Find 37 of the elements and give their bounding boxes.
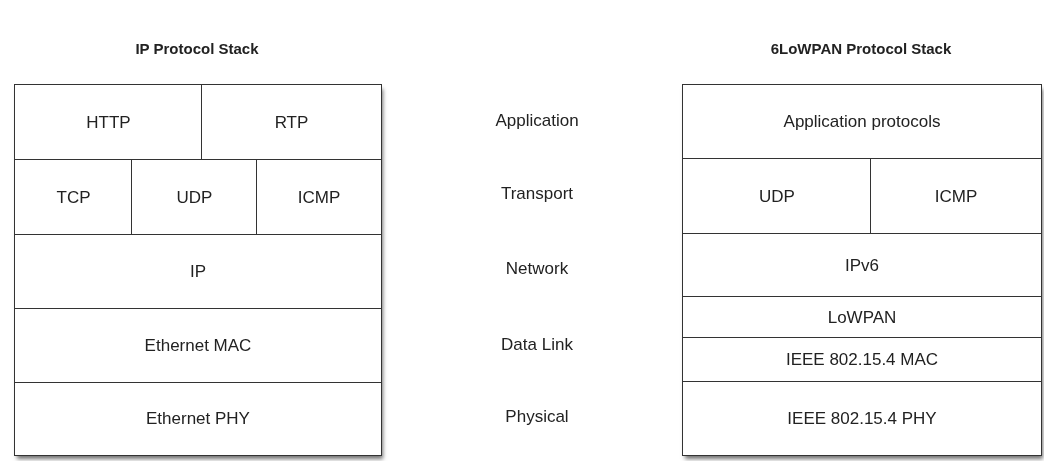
protocol-name: RTP	[274, 111, 309, 134]
protocol-name: Ethernet MAC	[144, 335, 252, 358]
protocol-layer-cell	[256, 159, 382, 236]
protocol-name: IEEE 802.15.4 PHY	[787, 407, 937, 430]
protocol-layer-cell	[682, 337, 1042, 383]
protocol-layer-cell	[870, 158, 1042, 235]
protocol-name: IEEE 802.15.4 MAC	[785, 349, 939, 372]
layer-label: Application	[495, 110, 579, 133]
protocol-layer-cell	[14, 382, 382, 456]
protocol-name: IPv6	[845, 254, 879, 277]
stack-heading: IP Protocol Stack	[134, 39, 260, 59]
protocol-layer-cell	[682, 296, 1042, 339]
protocol-layer-cell	[682, 381, 1042, 456]
protocol-layer-cell	[682, 233, 1042, 298]
protocol-layer-cell	[14, 308, 382, 384]
protocol-name: ICMP	[297, 186, 341, 209]
protocol-layer-cell	[682, 84, 1042, 160]
layer-label: Transport	[500, 183, 574, 206]
layer-label: Data Link	[501, 334, 573, 357]
protocol-name: Application protocols	[783, 111, 941, 134]
protocol-name: UDP	[759, 185, 795, 208]
protocol-name: IP	[189, 261, 207, 284]
layer-label: Physical	[505, 406, 569, 429]
protocol-name: UDP	[176, 186, 213, 209]
stack-heading: 6LoWPAN Protocol Stack	[769, 39, 953, 59]
protocol-name: HTTP	[86, 111, 131, 134]
protocol-layer-cell	[14, 234, 382, 310]
protocol-name: TCP	[56, 186, 91, 209]
protocol-layer-cell	[14, 159, 133, 236]
protocol-layer-cell	[14, 84, 203, 161]
protocol-name: LoWPAN	[827, 306, 897, 329]
protocol-name: ICMP	[934, 185, 978, 208]
protocol-layer-cell	[131, 159, 258, 236]
layer-label: Network	[505, 258, 569, 281]
protocol-name: Ethernet PHY	[146, 408, 250, 431]
protocol-layer-cell	[682, 158, 872, 235]
protocol-layer-cell	[201, 84, 382, 161]
